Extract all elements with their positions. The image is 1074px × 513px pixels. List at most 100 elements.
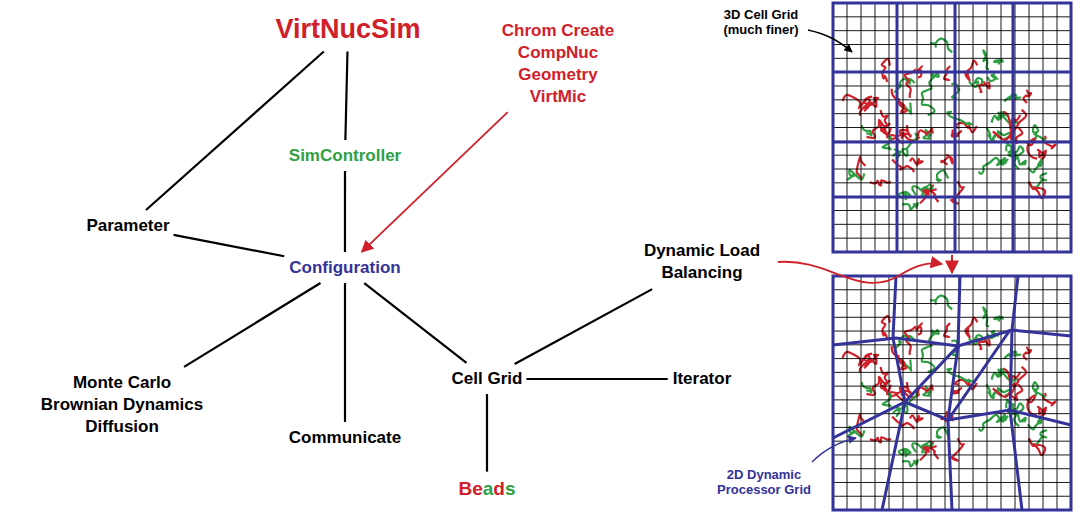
fine-grid-line [833,169,1071,170]
connector-line [146,52,324,210]
connector-line [486,394,488,472]
processor-boundary [833,141,1071,144]
fine-grid-line [1029,276,1030,510]
fine-grid-line [833,182,1071,183]
program-title: VirtNucSim [275,12,420,47]
transform-arrow [951,255,953,273]
node-label: Iterator [673,368,732,390]
chromatin-strand [1023,347,1031,359]
class-node: Iterator [673,368,732,390]
fine-grid-line [1057,276,1058,510]
processor-boundary [882,276,905,510]
fine-grid-line [931,276,932,510]
chromatin-strand [952,130,961,137]
processor-boundary [1012,3,1015,252]
fine-grid-line [1043,276,1044,510]
label-letter: e [472,478,483,499]
class-node: Monte Carlo Brownian Dynamics Diffusion [37,372,207,438]
cell-grid-3d [833,3,1071,252]
processor-boundary [833,402,1071,438]
fine-grid-line [833,238,1071,239]
chromatin-strand [951,181,964,203]
central-node: Configuration [289,257,400,279]
class-node: Dynamic Load Balancing [627,240,777,284]
chromatin-strand [993,111,1011,140]
processor-grid-2d [833,276,1071,510]
class-node: Communicate [289,427,401,449]
fine-grid-line [987,276,988,510]
chromatin-strand [983,307,989,326]
fine-grid-line [833,358,1071,359]
connector-line [344,283,346,422]
fine-grid-line [1001,276,1002,510]
class-node: Parameter [86,215,169,237]
chromatin-strand [1028,160,1042,173]
fine-grid-line [973,276,974,510]
chromatin-strand [979,415,1008,431]
chromatin-strand [902,460,918,466]
fine-grid-line [833,372,1071,373]
node-label: Communicate [289,427,401,449]
processor-boundary [833,330,1071,346]
chromatin-strand [905,69,916,98]
connector-line [345,52,347,140]
chromatin-strand [892,89,907,113]
chromatin-strand [937,427,949,438]
chromatin-strand [920,446,937,460]
chromatin-strand [864,355,878,369]
fine-grid-line [917,276,918,510]
chromatin-strand [930,39,952,53]
fine-grid-line [833,86,1071,87]
processor-boundary [833,71,1071,74]
chromatin-strand [910,415,923,422]
connector-arrow [362,112,508,252]
chromatin-strand [1014,414,1026,426]
class-node: Cell Grid [452,368,523,390]
class-node: Beads [458,477,515,502]
chromatin-strand [1033,382,1046,397]
chromatin-strand [994,59,1003,64]
fine-grid-line [833,317,1071,318]
fine-grid-line [833,468,1071,469]
fine-grid-line [833,127,1071,128]
label-letter: B [458,478,472,499]
connector-line [174,235,285,256]
module-list: Chrom Create CompNuc Geometry VirtMic [496,20,621,108]
fine-grid-line [833,113,1071,114]
fine-grid-line [833,196,1071,197]
processor-boundary [948,276,960,510]
chromatin-strand [922,88,935,115]
fine-grid-line [833,155,1071,156]
fine-grid-line [833,441,1071,442]
chromatin-strand [930,296,952,310]
fine-grid-line [861,276,862,510]
grid-border [833,276,1071,510]
balancing-arrow [778,262,942,283]
processor-boundary [896,3,899,252]
chromatin-strand [862,125,872,135]
chromatin-strand [987,73,997,81]
chromatin-strand [1014,157,1026,169]
fine-grid-line [833,99,1071,100]
fine-grid-line [833,454,1071,455]
chromatin-strand [910,158,923,165]
callout-label: 2D Dynamic Processor Grid [712,468,816,498]
chromatin-strand [983,50,989,69]
fine-grid-line [833,210,1071,211]
leader-line [808,30,852,52]
fine-grid-line [833,303,1071,304]
fine-grid-line [833,44,1071,45]
chromatin-strand [979,158,1008,174]
connector-line [526,378,667,380]
chromatin-strand [902,203,918,209]
callout-label: 3D Cell Grid (much finer) [712,8,810,38]
connector-line [515,289,653,364]
grid-border [833,3,1071,252]
controller-node: SimController [289,145,401,167]
connector-line [184,283,320,367]
chromatin-strand [917,128,932,137]
fine-grid-line [833,58,1071,59]
fine-grid-line [833,224,1071,225]
fine-grid-line [833,427,1071,428]
connector-line [344,171,346,252]
